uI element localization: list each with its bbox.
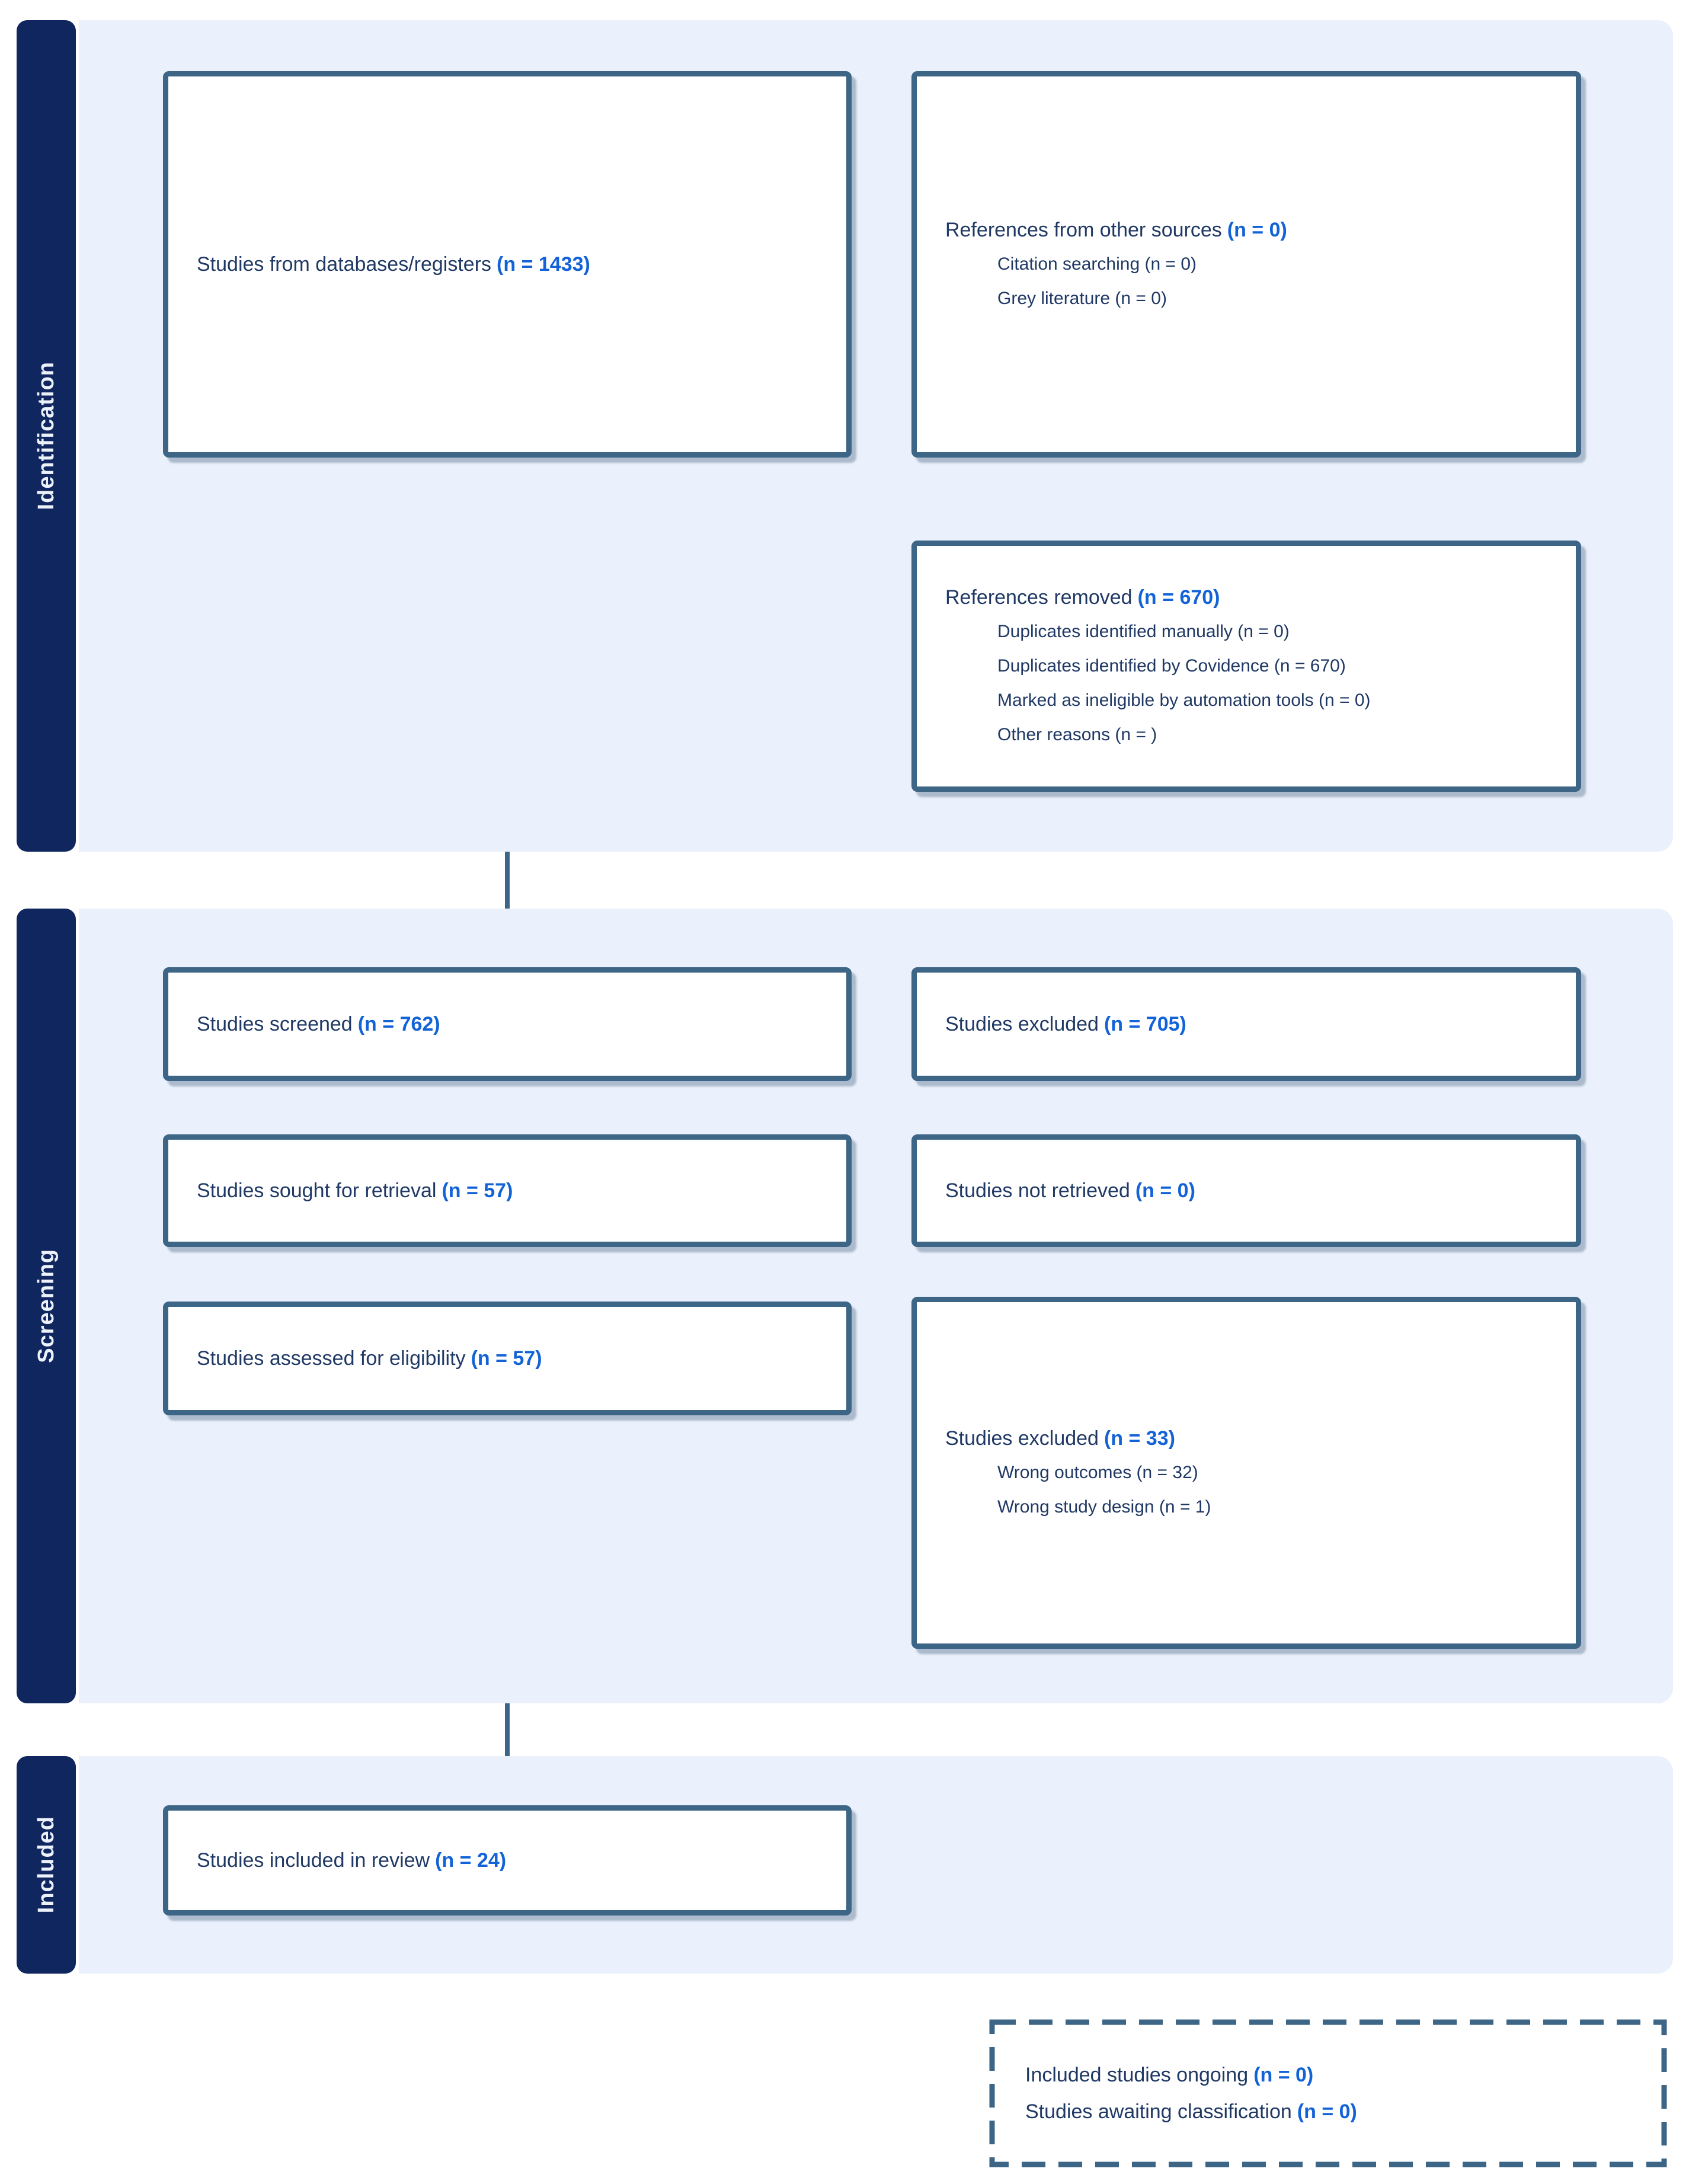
title-text: References removed [945, 586, 1133, 609]
box-studies-not-retrieved: Studies not retrieved(n = 0) [911, 1134, 1581, 1247]
title-text: Studies from databases/registers [197, 253, 492, 276]
count-badge: (n = 705) [1103, 1013, 1186, 1035]
box-studies-from-databases: Studies from databases/registers(n = 143… [163, 71, 852, 458]
count-badge: (n = 0) [1253, 2064, 1314, 2086]
box-studies-excluded-33: Studies excluded(n = 33) Wrong outcomes … [911, 1297, 1581, 1649]
box-studies-included-review: Studies included in review(n = 24) [163, 1805, 852, 1916]
box-title: Studies not retrieved(n = 0) [945, 1173, 1195, 1208]
box-title: Studies assessed for eligibility(n = 57) [197, 1341, 542, 1376]
box-title: References removed(n = 670) [945, 580, 1220, 615]
box-title: Included studies ongoing(n = 0) [1025, 2057, 1664, 2093]
box-subline: Wrong outcomes (n = 32) [997, 1463, 1198, 1482]
title-text: Studies included in review [197, 1849, 430, 1872]
box-title: Studies sought for retrieval(n = 57) [197, 1173, 513, 1208]
box-subline: Citation searching (n = 0) [997, 254, 1197, 274]
sidebar-screening: Screening [17, 909, 76, 1703]
count-badge: (n = 57) [442, 1179, 513, 1202]
title-text: References from other sources [945, 219, 1222, 241]
title-text: Studies screened [197, 1013, 353, 1035]
box-subline: Wrong study design (n = 1) [997, 1497, 1211, 1517]
box-studies-excluded-705: Studies excluded(n = 705) [911, 967, 1581, 1081]
box-subline: Duplicates identified manually (n = 0) [997, 622, 1290, 641]
box-title: Studies excluded(n = 705) [945, 1007, 1186, 1041]
count-badge: (n = 33) [1103, 1427, 1175, 1450]
title-text: Included studies ongoing [1025, 2064, 1249, 2086]
title-text: Studies not retrieved [945, 1179, 1130, 1202]
title-text: Studies excluded [945, 1013, 1099, 1035]
box-title: Studies included in review(n = 24) [197, 1843, 506, 1878]
title-text: Studies assessed for eligibility [197, 1347, 466, 1370]
count-badge: (n = 1433) [497, 253, 590, 276]
box-awaiting-classification: Included studies ongoing(n = 0) Studies … [992, 2022, 1664, 2164]
box-title: Studies awaiting classification(n = 0) [1025, 2093, 1664, 2130]
count-badge: (n = 670) [1137, 586, 1220, 609]
title-text: Studies sought for retrieval [197, 1179, 437, 1202]
sidebar-identification: Identification [17, 20, 76, 852]
screening-label: Screening [33, 1249, 59, 1363]
count-badge: (n = 57) [471, 1347, 542, 1370]
box-title: Studies from databases/registers(n = 143… [197, 247, 590, 282]
box-title: Studies excluded(n = 33) [945, 1421, 1175, 1456]
box-title: References from other sources(n = 0) [945, 213, 1287, 247]
identification-label: Identification [33, 362, 59, 510]
sidebar-included: Included [17, 1756, 76, 1974]
box-subline: Duplicates identified by Covidence (n = … [997, 656, 1346, 676]
count-badge: (n = 0) [1297, 2100, 1357, 2123]
count-badge: (n = 0) [1227, 219, 1287, 241]
count-badge: (n = 762) [357, 1013, 440, 1035]
box-title: Studies screened(n = 762) [197, 1007, 440, 1041]
title-text: Studies awaiting classification [1025, 2100, 1292, 2123]
box-studies-sought: Studies sought for retrieval(n = 57) [163, 1134, 852, 1247]
box-subline: Other reasons (n = ) [997, 725, 1157, 744]
box-studies-assessed: Studies assessed for eligibility(n = 57) [163, 1302, 852, 1415]
box-subline: Grey literature (n = 0) [997, 289, 1167, 308]
count-badge: (n = 24) [435, 1849, 507, 1872]
box-references-other-sources: References from other sources(n = 0) Cit… [911, 71, 1581, 458]
box-subline: Marked as ineligible by automation tools… [997, 690, 1371, 710]
count-badge: (n = 0) [1135, 1179, 1195, 1202]
title-text: Studies excluded [945, 1427, 1099, 1450]
box-studies-screened: Studies screened(n = 762) [163, 967, 852, 1081]
box-references-removed: References removed(n = 670) Duplicates i… [911, 541, 1581, 792]
included-label: Included [33, 1816, 59, 1914]
